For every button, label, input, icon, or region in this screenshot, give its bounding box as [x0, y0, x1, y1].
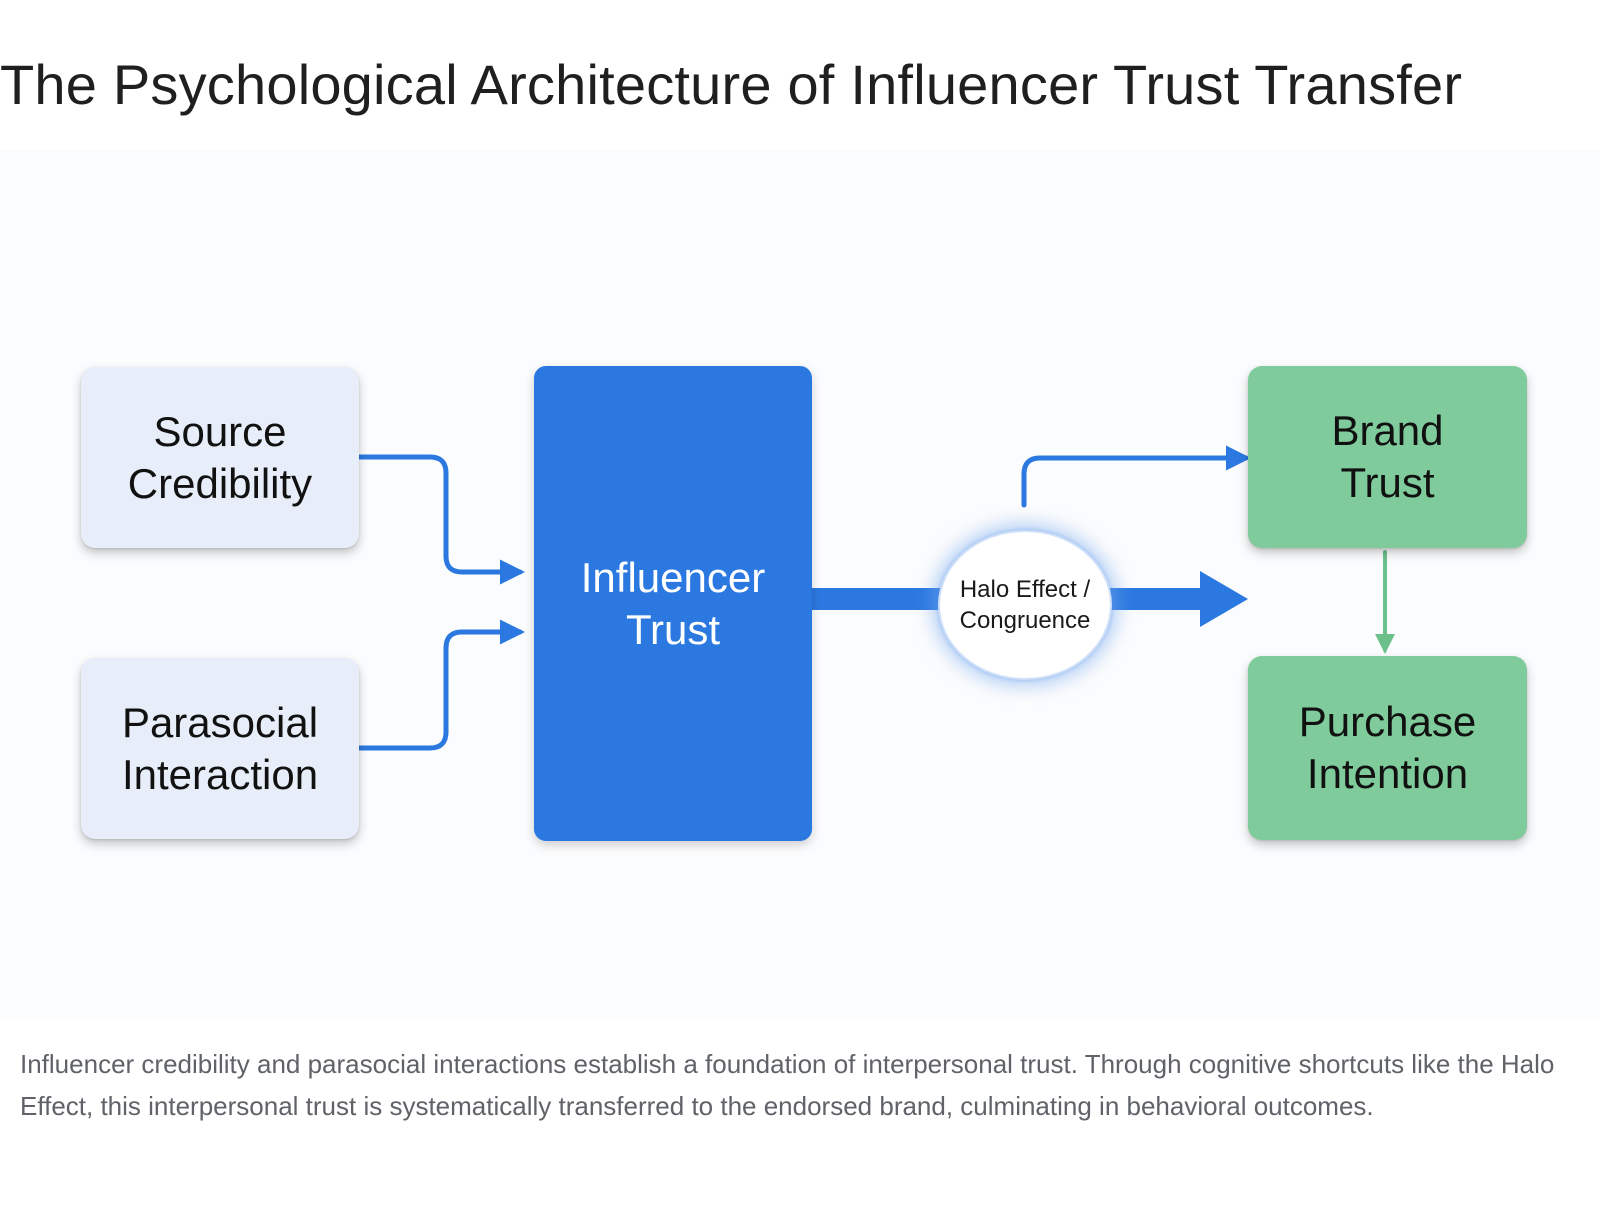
influencer-trust-label-line1: Influencer: [580, 553, 766, 601]
halo-effect-label-line1: Halo Effect /: [959, 576, 1091, 603]
arrow-halo-to-brand-trust: [1021, 445, 1251, 508]
brand-trust-label-line2: Trust: [1340, 459, 1435, 506]
brand-trust-label-line1: Brand: [1331, 407, 1444, 454]
diagram-caption: Influencer credibility and parasocial in…: [20, 1049, 1555, 1121]
trust-transfer-arrowhead: [1200, 571, 1248, 627]
source-credibility-label-line2: Credibility: [127, 459, 313, 507]
purchase-intention-box: Purchase Intention: [1248, 656, 1527, 840]
brand-trust-box: Brand Trust: [1248, 366, 1527, 548]
page-title: The Psychological Architecture of Influe…: [0, 53, 1463, 116]
parasocial-interaction-box: Parasocial Interaction: [81, 658, 359, 839]
arrow-source-to-influencer: [349, 454, 525, 585]
halo-effect-node: Halo Effect / Congruence: [938, 530, 1112, 680]
influencer-trust-box: Influencer Trust: [534, 366, 812, 841]
influencer-trust-label-line2: Trust: [625, 605, 721, 653]
halo-effect-label-line2: Congruence: [959, 607, 1091, 634]
purchase-intention-label-line1: Purchase: [1298, 698, 1477, 745]
parasocial-interaction-label-line1: Parasocial: [121, 698, 319, 746]
parasocial-interaction-label-line2: Interaction: [121, 750, 319, 798]
source-credibility-box: Source Credibility: [81, 367, 359, 548]
purchase-intention-label-line2: Intention: [1306, 750, 1469, 797]
arrow-parasocial-to-influencer: [349, 619, 525, 751]
source-credibility-label-line1: Source: [153, 407, 287, 455]
